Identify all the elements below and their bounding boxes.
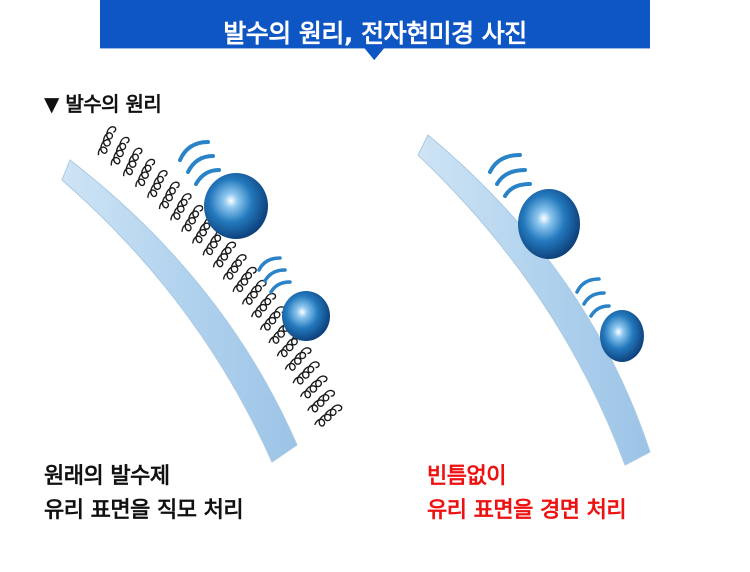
coating-coil: [241, 279, 267, 305]
page-title: 발수의 원리, 전자현미경 사진: [223, 19, 527, 48]
coating-coil: [307, 389, 336, 413]
motion-arcs-left-2: [257, 256, 292, 294]
motion-arcs-right-1: [488, 153, 532, 198]
motion-arcs-right-2: [575, 277, 611, 318]
glass-plate-left: [61, 159, 298, 463]
coating-coil: [147, 169, 168, 198]
coating-coil: [251, 292, 277, 318]
coating-coil: [158, 181, 180, 210]
coating-coil: [135, 158, 156, 188]
coating-coil: [292, 361, 320, 385]
coating-coil: [299, 375, 328, 399]
coating-coil: [232, 266, 257, 293]
caption-right-line1: 빈틈없이: [427, 464, 506, 489]
water-droplet-small-left: [282, 291, 330, 341]
coating-coil: [170, 193, 192, 221]
caption-left-line2: 유리 표면을 직모 처리: [44, 498, 244, 523]
caption-left-line1: 원래의 발수제: [44, 464, 170, 489]
coating-coil: [123, 147, 143, 177]
glass-plate-right: [417, 134, 651, 466]
caption-conventional: 원래의 발수제 유리 표면을 직모 처리: [44, 460, 244, 528]
coating-coil: [181, 204, 204, 232]
coating-coil: [284, 347, 312, 371]
section-label: ▼ 발수의 원리: [44, 92, 162, 116]
water-droplet-small-right: [600, 310, 644, 362]
coating-coil: [314, 404, 343, 427]
coating-coil: [110, 136, 130, 166]
caption-mirror-finish: 빈틈없이 유리 표면을 경면 처리: [427, 460, 627, 528]
caption-right-line2: 유리 표면을 경면 처리: [427, 498, 627, 523]
coating-coils: [97, 126, 343, 427]
motion-arcs-left-1: [178, 140, 221, 186]
water-droplet-large-left: [204, 173, 268, 239]
water-droplet-large-right: [518, 189, 580, 259]
coating-coil: [192, 216, 215, 244]
coating-coil: [222, 254, 247, 280]
header-banner: [100, 0, 650, 61]
coating-coil: [212, 241, 237, 268]
coating-coil: [259, 306, 286, 331]
coating-coil: [97, 126, 117, 156]
